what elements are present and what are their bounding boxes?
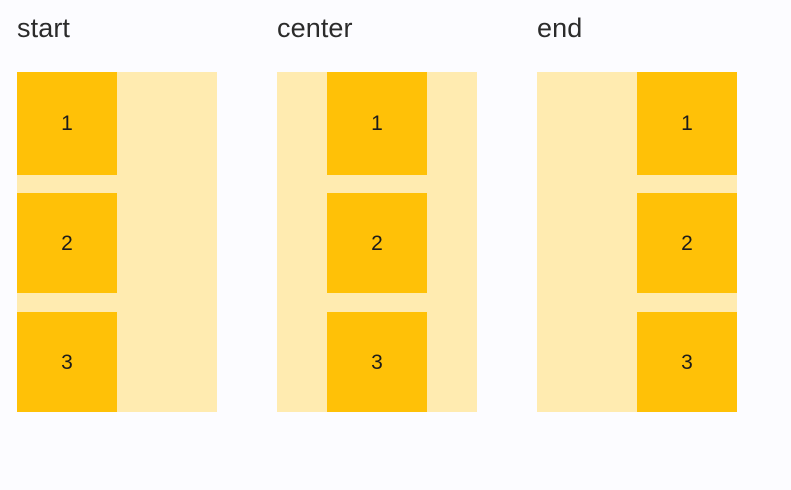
- flex-item: 2: [637, 193, 737, 293]
- flex-item: 3: [637, 312, 737, 412]
- group-label-center: center: [277, 13, 353, 43]
- flex-item: 3: [327, 312, 427, 412]
- flex-item: 1: [17, 72, 117, 175]
- flex-item: 2: [17, 193, 117, 293]
- flex-container-end: 1 2 3: [537, 72, 737, 412]
- flex-item: 2: [327, 193, 427, 293]
- flex-item: 3: [17, 312, 117, 412]
- flex-item: 1: [327, 72, 427, 175]
- group-label-start: start: [17, 13, 71, 43]
- flex-container-start: 1 2 3: [17, 72, 217, 412]
- flex-item: 1: [637, 72, 737, 175]
- group-label-end: end: [537, 13, 583, 43]
- flex-container-center: 1 2 3: [277, 72, 477, 412]
